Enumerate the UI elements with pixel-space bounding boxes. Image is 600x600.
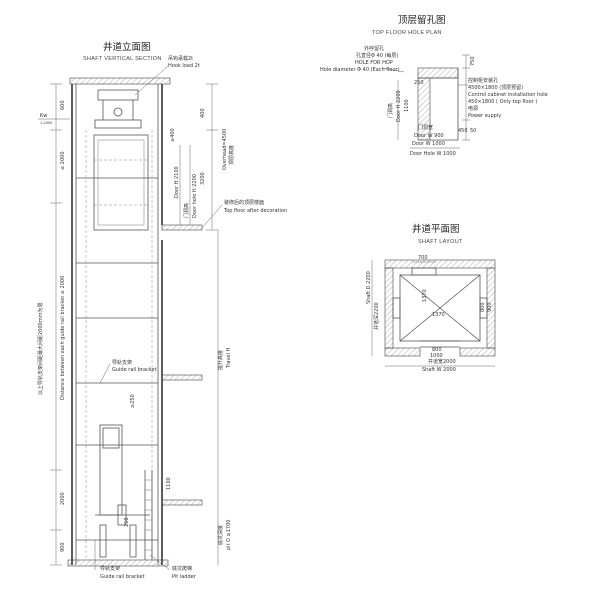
layout-title-en: SHAFT LAYOUT — [418, 239, 463, 245]
top-floor-en: Top floor after decoration — [223, 208, 287, 214]
hook-beam — [97, 89, 139, 101]
layout-dim-900: 900 — [487, 302, 493, 312]
shaft-layout-plan: 井道平面图 SHAFT LAYOUT 700 Shaft D 2200 井道深2… — [366, 223, 496, 373]
cabinet-en2: 450×1800 ( Only top floor ) — [468, 99, 537, 105]
top-dim-250: 250 — [414, 80, 424, 86]
layout-title-cn: 井道平面图 — [412, 223, 460, 235]
hop-cn2: 孔直径Φ 40 (每层) — [356, 52, 398, 59]
layout-dim-800: 800 — [480, 302, 486, 312]
layout-dim-800b: 800 — [432, 347, 442, 353]
dim-ge400: ≥400 — [170, 128, 176, 142]
layout-dim-700: 700 — [418, 255, 428, 261]
layout-wall-bottom-right — [459, 347, 496, 357]
vertical-title-cn: 井道立面图 — [103, 41, 151, 53]
top-dim-50: 50 — [470, 128, 476, 134]
ladder-en: Pit ladder — [172, 574, 197, 580]
power-cn: 电源 — [468, 105, 478, 112]
door-hole-cn: 门洞高 — [183, 203, 190, 218]
hop-en2: Hole diameter Φ 40 (Each floor) — [320, 67, 400, 73]
kw-sub: 1-2000 — [40, 121, 52, 125]
layout-shaft-w-cn: 井道宽2000 — [428, 358, 456, 365]
travel-en: Travel H — [226, 348, 232, 369]
dim-2000-top: ≤ 2000 — [60, 151, 66, 170]
layout-dim-1000: 1000 — [430, 353, 443, 359]
guide-note-en: Distance between each guide rail bracket… — [60, 276, 66, 400]
top-door-hole-cn: 门洞高 — [387, 103, 394, 118]
bracket2-en: Guide rail bracket — [100, 574, 145, 580]
top-dim-450: 450 — [458, 128, 468, 134]
layout-dim-1370h: 1370 — [432, 312, 445, 318]
pit-floor — [67, 559, 169, 567]
top-door-w: Door W 1000 — [412, 141, 445, 147]
cabinet-1: 4500×1800 (顶层预留) — [468, 84, 523, 91]
door-hole-h-label: Door hole H 2200 — [192, 174, 198, 218]
dim-3200: 3200 — [200, 172, 206, 185]
power-en: Power supply — [468, 113, 501, 119]
pit-cn: 底坑深度 — [217, 525, 224, 545]
bracket-cn: 导轨支架 — [112, 359, 132, 366]
bracket2-cn: 导轨支架 — [100, 565, 120, 572]
buffer — [117, 504, 127, 526]
ladder-cn: 底坑爬梯 — [172, 565, 192, 572]
layout-shaft-d-cn: 井道深2200 — [373, 302, 380, 330]
cabinet-cn: 控制柜安装孔 — [468, 77, 498, 84]
layout-wall-top — [384, 259, 496, 269]
guide-note-cn: 以上导轨支架间距最大间距2000mm为限 — [37, 303, 44, 395]
car-frame-top — [93, 134, 149, 231]
top-wall-slab — [417, 67, 459, 79]
bracket-en: Guide rail bracket — [112, 367, 157, 373]
counterweight — [411, 267, 437, 276]
layout-shaft-d: Shaft D 2200 — [366, 271, 372, 304]
layout-dim-1370v: 1370 — [422, 289, 428, 302]
top-title-en: TOP FLOOR HOLE PLAN — [372, 30, 442, 36]
vertical-title-en: SHAFT VERTICAL SECTION — [83, 56, 162, 62]
hook-en: Hook load 2t — [168, 63, 200, 69]
shaft-vertical-section: 井道立面图 SHAFT VERTICAL SECTION — [37, 41, 287, 580]
overhead-label: Overhead=4500 — [222, 129, 228, 170]
dim-400: 400 — [200, 108, 206, 118]
dim-2000-bottom: 2000 — [60, 492, 66, 505]
top-floor-slab — [161, 224, 203, 231]
dim-600: 600 — [60, 100, 66, 110]
dim-1100: 1100 — [166, 477, 172, 490]
dim-ge250: ≥250 — [130, 394, 136, 408]
hook-icon — [113, 107, 123, 117]
hop-cn: 外呼留孔 — [364, 45, 384, 52]
top-door-h: Door H 2200 — [396, 90, 402, 122]
top-door-h2: 1100 — [404, 99, 410, 112]
door-h-label: Door H 2100 — [174, 166, 180, 198]
travel-cn: 提升高度 — [217, 350, 224, 370]
dim-250: 250 — [124, 517, 130, 527]
top-title-cn: 顶层留孔图 — [398, 14, 446, 26]
hook-cn: 吊钩承载2t — [168, 55, 193, 62]
dim-900: 900 — [60, 542, 66, 552]
ceiling-slab — [69, 77, 171, 85]
hop-en: HOLE FOR HOP — [355, 60, 393, 66]
top-door-w-note: Door W 900 — [414, 133, 444, 139]
top-door-w-cn: 门洞宽 — [418, 124, 433, 131]
top-floor-cn: 装修后的顶层楼面 — [224, 199, 264, 206]
ground-floor-slab — [161, 499, 203, 506]
top-floor-hole-plan: 顶层留孔图 TOP FLOOR HOLE PLAN 750 450 50 250… — [320, 14, 548, 157]
pit-en: pit D ≥1700 — [226, 520, 232, 550]
top-dim-750: 750 — [470, 56, 476, 66]
kw-label: Kw — [40, 113, 47, 119]
layout-wall-bottom-left — [384, 347, 421, 357]
layout-shaft-w: Shaft W 2000 — [422, 367, 456, 373]
overhead-cn: 顶层高度 — [228, 145, 235, 165]
layout-wall-left — [384, 267, 394, 349]
mid-floor-slab — [161, 374, 203, 381]
top-door-hole-w: Door Hole W 1000 — [410, 151, 456, 157]
cabinet-en: Control cabinet installation hole — [468, 92, 548, 98]
top-machine — [94, 119, 142, 129]
